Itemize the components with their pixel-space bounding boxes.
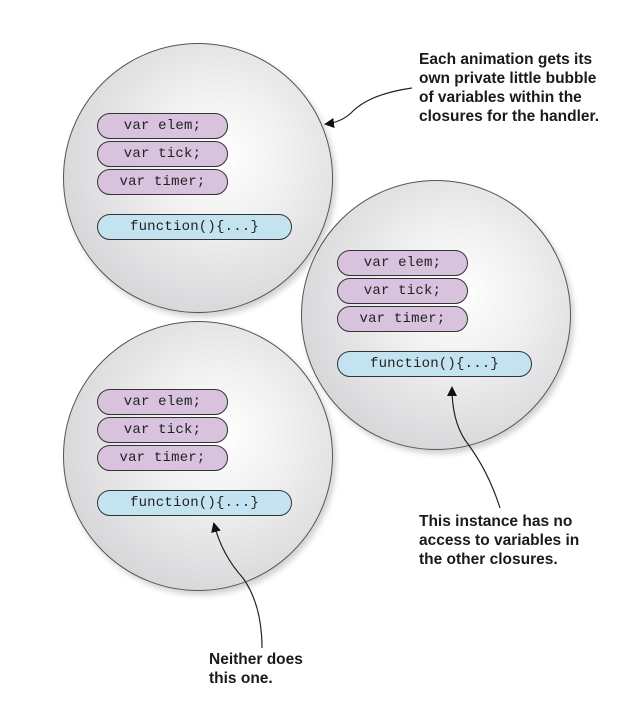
annotation-top-right: Each animation gets its own private litt… [419, 50, 599, 126]
annotation-line: the other closures. [419, 551, 558, 568]
var-elem-pill: var elem; [97, 389, 228, 415]
var-timer-pill: var timer; [97, 169, 228, 195]
annotation-middle-right: This instance has no access to variables… [419, 512, 579, 569]
function-pill: function(){...} [337, 351, 532, 377]
arrow-top-right [324, 87, 413, 128]
var-elem-pill: var elem; [97, 113, 228, 139]
var-tick-pill: var tick; [337, 278, 468, 304]
function-pill: function(){...} [97, 214, 292, 240]
annotation-line: this one. [209, 670, 273, 687]
annotation-line: Each animation gets its [419, 51, 593, 68]
var-timer-pill: var timer; [97, 445, 228, 471]
annotation-bottom: Neither does this one. [209, 650, 303, 688]
var-elem-pill: var elem; [337, 250, 468, 276]
var-tick-pill: var tick; [97, 417, 228, 443]
annotation-line: Neither does [209, 651, 303, 668]
var-timer-pill: var timer; [337, 306, 468, 332]
arrow-middle-right [447, 386, 501, 509]
annotation-line: This instance has no [419, 513, 573, 530]
var-tick-pill: var tick; [97, 141, 228, 167]
annotation-line: own private little bubble [419, 70, 597, 87]
annotation-line: closures for the handler. [419, 108, 600, 125]
annotation-line: of variables within the [419, 89, 582, 106]
arrow-bottom [211, 522, 263, 649]
annotation-line: access to variables in [419, 532, 580, 549]
function-pill: function(){...} [97, 490, 292, 516]
